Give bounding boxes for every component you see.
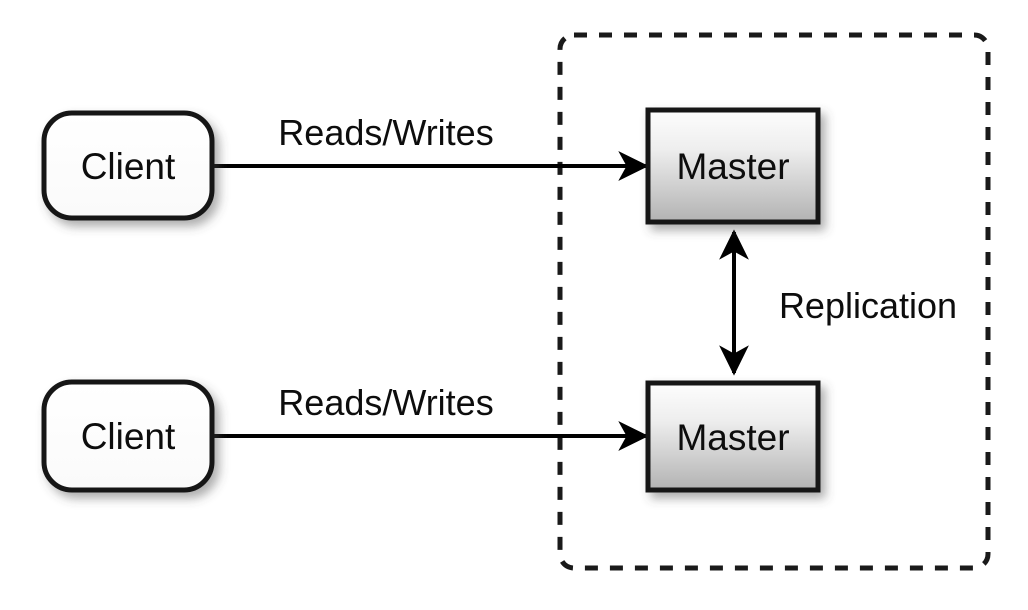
node-client-bottom-label: Client xyxy=(81,416,176,457)
edge-label-replication: Replication xyxy=(779,285,957,326)
node-client-bottom[interactable]: Client xyxy=(41,379,215,493)
edge-label-reads-writes-bottom: Reads/Writes xyxy=(278,382,493,423)
node-master-top[interactable]: Master xyxy=(645,107,821,225)
node-master-top-label: Master xyxy=(676,146,789,187)
node-master-bottom-label: Master xyxy=(676,417,789,458)
database-cluster-boundary xyxy=(557,32,991,571)
node-client-top-label: Client xyxy=(81,146,176,187)
node-client-top[interactable]: Client xyxy=(41,110,215,221)
node-master-bottom[interactable]: Master xyxy=(645,380,821,493)
edge-label-reads-writes-top: Reads/Writes xyxy=(278,112,493,153)
